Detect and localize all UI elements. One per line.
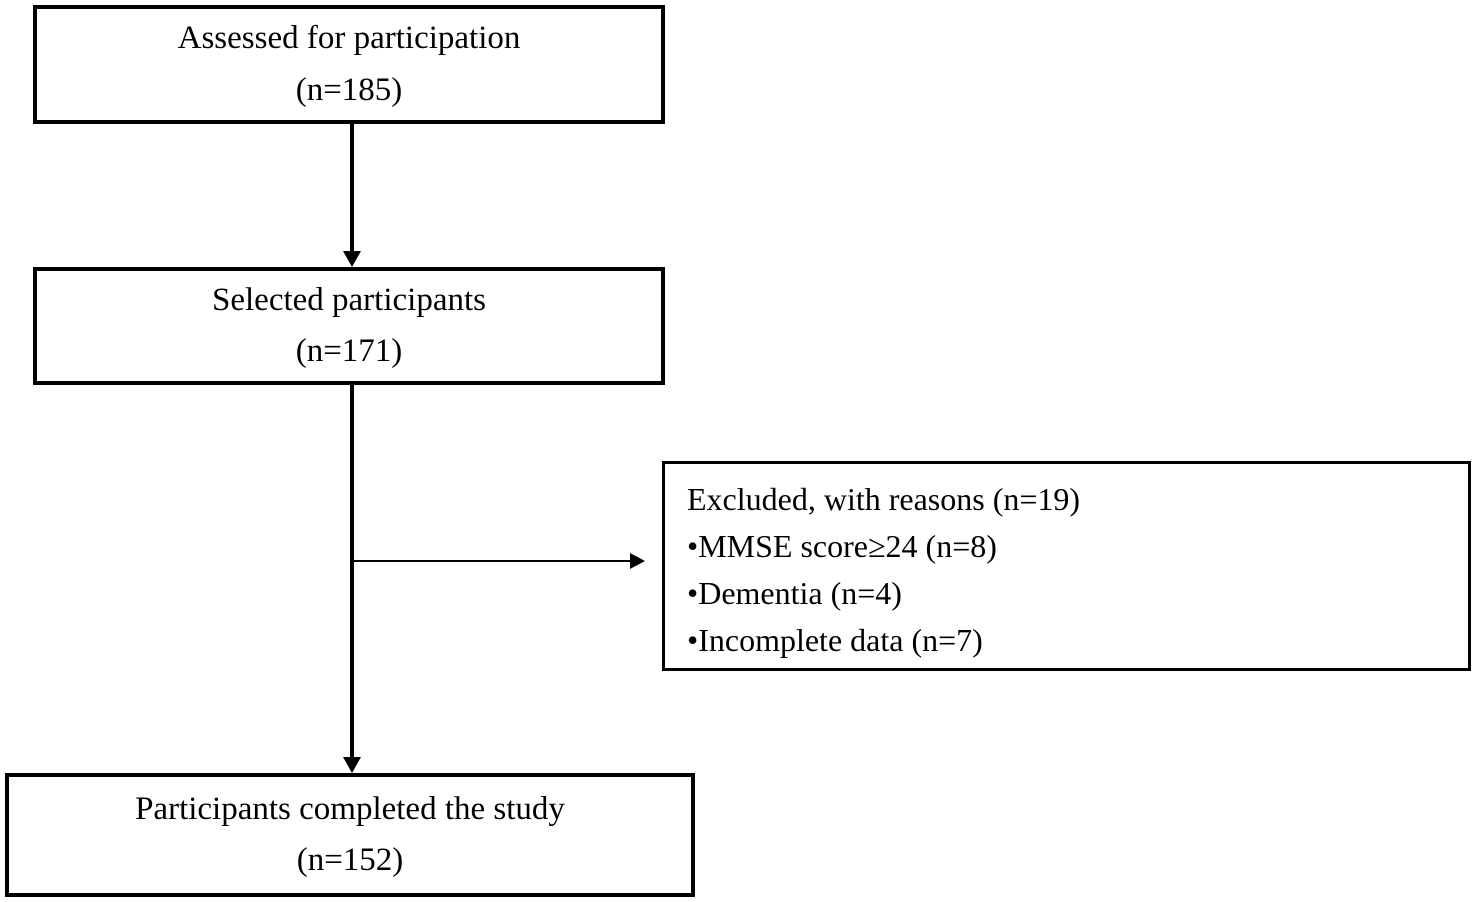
arrow-down-icon <box>343 757 361 773</box>
excluded-title: Excluded, with reasons (n=19) <box>687 481 1081 517</box>
assessed-count: (n=185) <box>295 71 403 108</box>
arrow-branch-to-excluded-line <box>352 560 630 562</box>
excluded-item: •Incomplete data (n=7) <box>687 622 983 658</box>
excluded-item: •Dementia (n=4) <box>687 575 902 611</box>
arrow-right-icon <box>630 553 645 569</box>
completed-box: Participants completed the study (n=152) <box>5 773 695 897</box>
selected-title: Selected participants <box>212 281 486 318</box>
arrow-assessed-to-selected-line <box>350 124 354 253</box>
arrow-selected-to-completed-line <box>350 385 354 758</box>
excluded-item: •MMSE score≥24 (n=8) <box>687 528 997 564</box>
selected-box: Selected participants (n=171) <box>33 267 665 385</box>
completed-count: (n=152) <box>296 842 404 878</box>
assessed-title: Assessed for participation <box>177 20 521 57</box>
assessed-box: Assessed for participation (n=185) <box>33 5 665 124</box>
selected-count: (n=171) <box>295 333 403 369</box>
completed-title: Participants completed the study <box>135 790 565 827</box>
excluded-box: Excluded, with reasons (n=19) •MMSE scor… <box>662 461 1471 671</box>
arrow-down-icon <box>343 251 361 267</box>
